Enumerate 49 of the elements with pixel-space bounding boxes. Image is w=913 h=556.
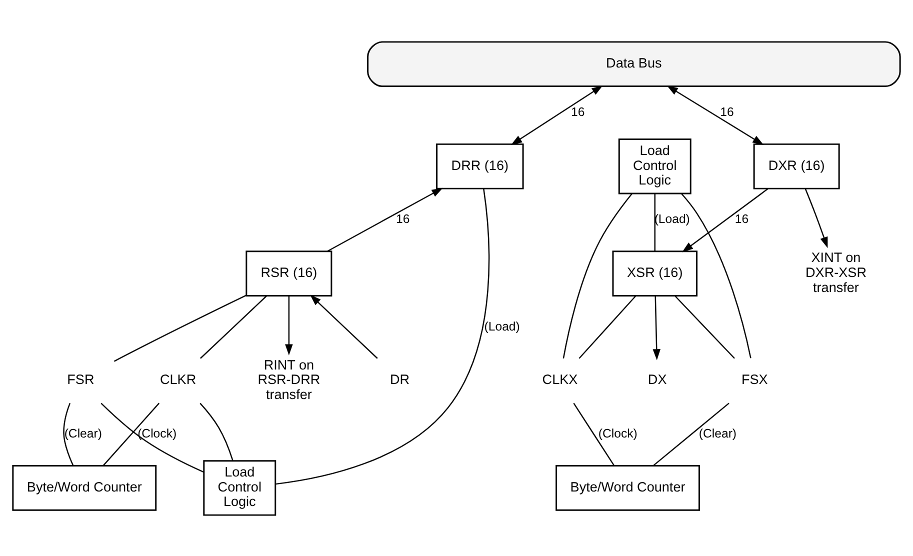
edge-label: (Load): [654, 212, 690, 226]
arrow: [666, 85, 764, 144]
arrow: [326, 187, 443, 252]
edge-label: (Clock): [598, 426, 638, 440]
edge-label: (Clock): [138, 426, 177, 440]
arrow: [310, 294, 378, 358]
connector: [578, 295, 636, 358]
connector: [573, 402, 615, 466]
edge-label: (Load): [484, 318, 520, 333]
node-text: CLKX: [542, 372, 578, 387]
edge-label: (Clear): [698, 426, 737, 440]
arrow: [510, 85, 603, 145]
connector: [100, 402, 204, 472]
node-box: Load Control Logic: [618, 138, 692, 194]
connector: [200, 402, 234, 460]
arrow: [285, 296, 293, 355]
node-box: DXR (16): [753, 142, 840, 189]
node-box: RSR (16): [246, 250, 332, 296]
node-text: DX: [648, 372, 667, 387]
connector: [674, 295, 735, 358]
node-text: FSR: [67, 372, 94, 387]
arrow: [804, 188, 828, 248]
arrow: [682, 188, 768, 252]
connector: [114, 294, 246, 362]
node-box: Data Bus: [367, 40, 901, 87]
node-text: XINT on DXR-XSR transfer: [806, 250, 866, 294]
node-box: Byte/Word Counter: [12, 464, 157, 510]
edge-label: 16: [734, 212, 749, 226]
edge-label: 16: [571, 104, 585, 118]
node-text: RINT on RSR-DRR transfer: [258, 356, 320, 402]
connector: [562, 192, 632, 358]
connector: [653, 402, 730, 466]
node-text: DR: [390, 372, 410, 387]
edge-label: 16: [396, 212, 410, 226]
connector: [654, 193, 656, 251]
node-box: Load Control Logic: [203, 460, 276, 516]
connector: [102, 402, 160, 466]
connector: [200, 295, 267, 358]
node-box: DRR (16): [436, 142, 524, 189]
connector: [63, 402, 74, 466]
node-text: CLKR: [160, 372, 196, 387]
node-box: XSR (16): [612, 250, 698, 296]
connector: [681, 192, 752, 358]
arrow: [652, 295, 660, 360]
connector: [275, 188, 490, 484]
edge-label: 16: [720, 104, 734, 118]
edge-label: (Clear): [64, 426, 102, 440]
node-text: FSX: [742, 372, 768, 387]
node-box: Byte/Word Counter: [556, 464, 700, 510]
